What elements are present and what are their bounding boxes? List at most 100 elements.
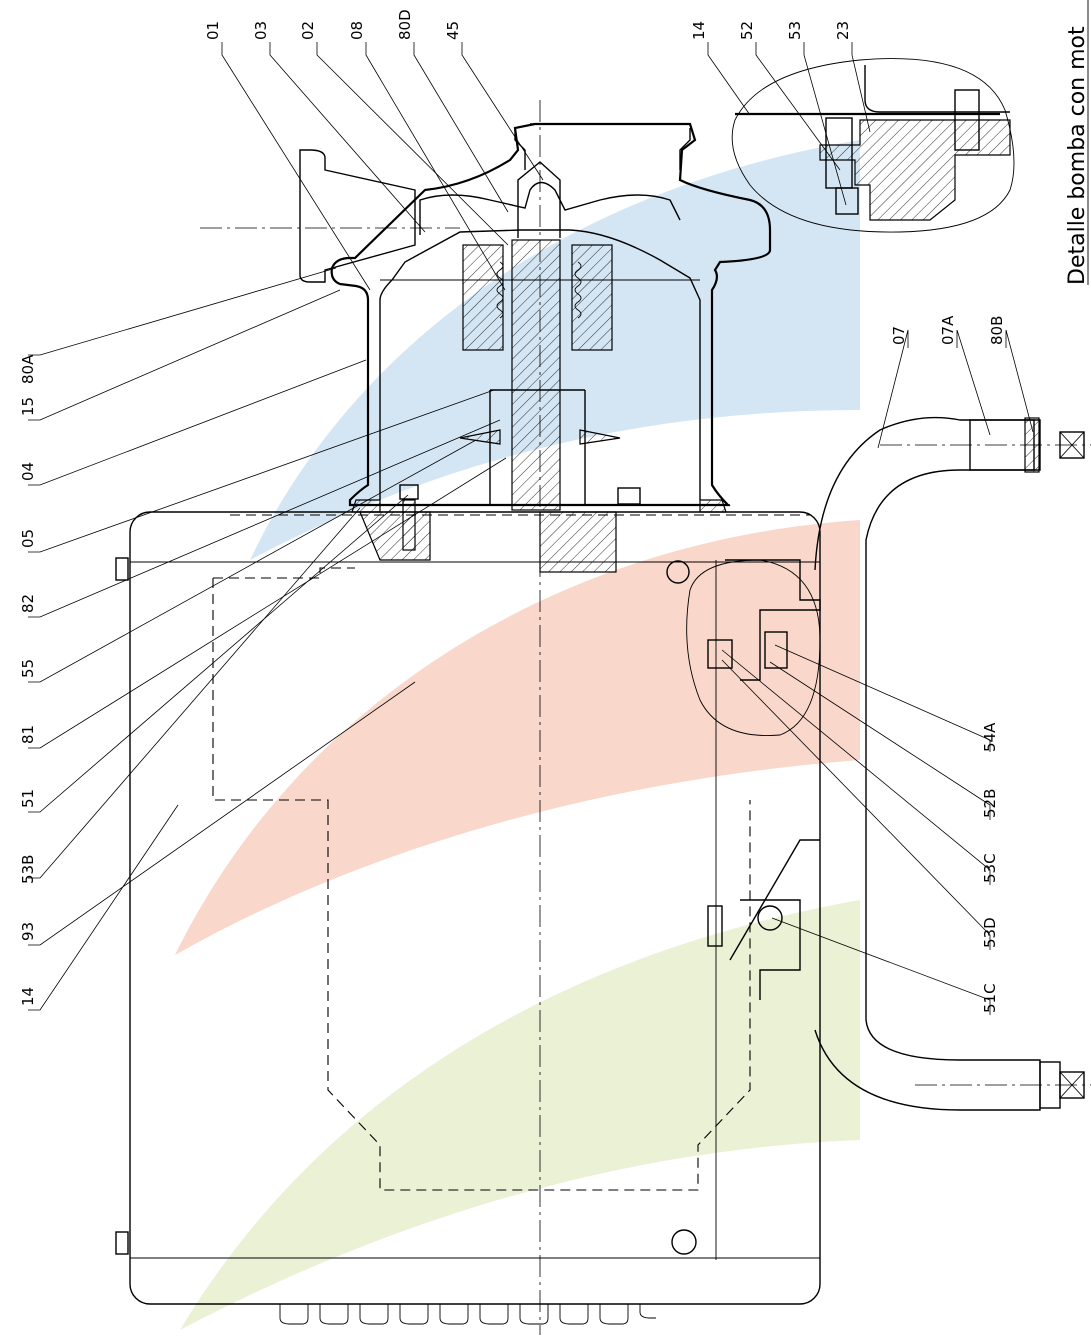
- leader-54A: [774, 644, 991, 752]
- callout-52B: 52B: [981, 789, 999, 818]
- leader-53B: [28, 507, 361, 879]
- callout-07: 07: [890, 326, 908, 345]
- callout-05: 05: [19, 529, 37, 548]
- leader-07: [877, 329, 909, 449]
- leader-53D: [721, 659, 991, 950]
- callout-03: 03: [252, 21, 270, 40]
- leader-14: [28, 804, 179, 1011]
- bolt-lower-head: [707, 905, 723, 947]
- pump-inner-casing: [379, 229, 701, 500]
- leader-14top: [707, 42, 751, 116]
- callout-55: 55: [19, 659, 37, 678]
- callout-93: 93: [19, 922, 37, 941]
- bolt-51C: [757, 905, 783, 931]
- detail-view: [731, 58, 1015, 233]
- motor-body: [115, 511, 821, 1325]
- leader-55: [28, 439, 477, 683]
- callout-80D: 80D: [396, 9, 414, 40]
- leader-80D: [413, 42, 509, 213]
- handle-end-bottom: [1039, 1061, 1061, 1109]
- callout-labels: 01 03 02 08 80D 45 14 52 53 23 07 07A 80…: [19, 0, 1090, 1013]
- leader-80A: [28, 267, 337, 356]
- leader-52: [755, 42, 841, 171]
- leader-15: [28, 289, 341, 421]
- callout-80B: 80B: [988, 316, 1006, 345]
- callout-14: 14: [19, 987, 37, 1006]
- callout-51C: 51C: [981, 983, 999, 1013]
- callout-01: 01: [204, 21, 222, 40]
- leader-lines: [28, 42, 1034, 1015]
- pump-inlet-pipe: [299, 149, 416, 283]
- pump-shaft: [511, 239, 561, 511]
- motor-bolt-bottom-left: [115, 1231, 129, 1255]
- bolt-52B: [707, 639, 733, 669]
- lifting-handle: [814, 416, 1091, 1111]
- watermark-red-swoosh: [175, 520, 860, 955]
- flange-lug-hatch: [359, 511, 431, 561]
- detail-screw: [954, 89, 980, 151]
- leader-81: [28, 457, 507, 749]
- pump-impeller-housing: [419, 181, 681, 235]
- leader-82: [28, 419, 501, 618]
- leader-03: [269, 42, 426, 233]
- bracket-diagonal: [729, 839, 820, 961]
- seal-assembly-left: [462, 244, 504, 351]
- leader-07A: [956, 329, 991, 436]
- motor-bolt-top-left: [115, 557, 129, 581]
- flange-weld-right: [699, 499, 727, 513]
- callout-08: 08: [348, 21, 366, 40]
- leader-04: [28, 359, 367, 486]
- pump-casing: [200, 122, 772, 561]
- motor-top-dashed: [213, 567, 355, 579]
- callout-02: 02: [299, 21, 317, 40]
- bracket-lower: [740, 899, 801, 1000]
- callout-80A: 80A: [19, 354, 37, 384]
- callout-51: 51: [19, 789, 37, 808]
- callout-81: 81: [19, 725, 37, 744]
- leader-02: [316, 42, 509, 246]
- bracket-upper: [725, 559, 821, 681]
- callout-53D: 53D: [981, 917, 999, 948]
- impeller-nut: [517, 161, 561, 238]
- watermark-green-swoosh: [180, 900, 860, 1330]
- callout-53: 53: [786, 21, 804, 40]
- motor-bolt-hex-top: [666, 560, 690, 584]
- seal-assembly-right: [571, 244, 613, 351]
- callout-14-top: 14: [690, 21, 708, 40]
- seal-spring-right: [574, 261, 582, 319]
- bracket-detail-circle: [686, 559, 821, 736]
- lantern-adaptor: [489, 389, 586, 505]
- motor-housing: [129, 511, 821, 1305]
- terminal-box: [686, 559, 821, 1000]
- detail-top-edge: [864, 65, 1010, 113]
- leader-45: [461, 42, 544, 181]
- callout-53C: 53C: [981, 853, 999, 883]
- detail-boundary: [731, 58, 1015, 233]
- leader-23: [851, 42, 871, 133]
- flange-bolt: [399, 484, 419, 500]
- leader-01: [221, 42, 371, 291]
- leader-51: [28, 494, 409, 813]
- leader-80B: [1005, 329, 1034, 433]
- detail-nut: [835, 187, 859, 215]
- motor-cooling-fins: [279, 1304, 656, 1325]
- callout-52: 52: [738, 21, 756, 40]
- callout-45: 45: [444, 21, 462, 40]
- flange-plug-right: [617, 487, 641, 505]
- slinger-disc: [459, 429, 621, 445]
- flange-weld-left: [351, 499, 381, 513]
- leader-53: [803, 42, 847, 206]
- callout-15: 15: [19, 397, 37, 416]
- callout-53B: 53B: [19, 855, 37, 884]
- leader-52B: [769, 661, 991, 820]
- callout-04: 04: [19, 462, 37, 481]
- callout-82: 82: [19, 594, 37, 613]
- motor-bolt-hex-bottom: [671, 1229, 697, 1255]
- detail-title: Detalle bomba con mot: [1065, 26, 1090, 285]
- detail-housing-section: [819, 119, 1011, 221]
- leader-08: [365, 42, 506, 291]
- leader-05: [28, 389, 495, 553]
- callout-23: 23: [834, 21, 852, 40]
- callout-54A: 54A: [981, 722, 999, 752]
